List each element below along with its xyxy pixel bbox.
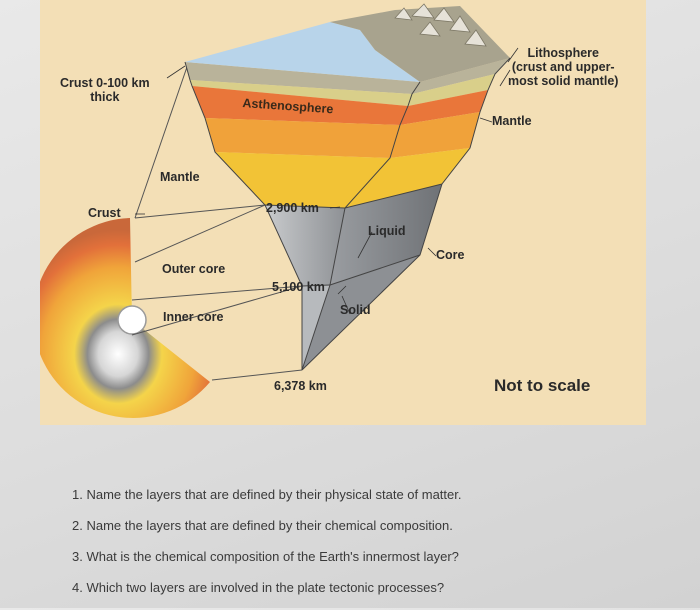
depth-6378-label: 6,378 km	[274, 379, 327, 393]
question-item: 2. Name the layers that are defined by t…	[72, 518, 453, 533]
outer-core-side	[330, 184, 442, 285]
crust-thickness-label: Crust 0-100 km thick	[60, 76, 150, 104]
question-item: 3. What is the chemical composition of t…	[72, 549, 459, 564]
crust-layer-side	[412, 58, 510, 94]
lithosphere-layer-side	[408, 74, 495, 106]
crust-thickness-line-2: thick	[90, 90, 120, 104]
lithosphere-line-1: Lithosphere	[527, 46, 599, 60]
earth-layers-diagram: Crust 0-100 km thick Asthenosphere Litho…	[40, 0, 646, 425]
not-to-scale-note: Not to scale	[494, 376, 591, 395]
earth-cutaway-illustration	[40, 3, 519, 418]
leader-lines	[131, 63, 303, 381]
lithosphere-label: Lithosphere (crust and upper- most solid…	[508, 46, 618, 88]
lithosphere-layer	[190, 80, 412, 106]
outer-core-front	[265, 205, 345, 286]
mountain-peaks	[394, 3, 487, 47]
mantle-left-label: Mantle	[160, 170, 200, 184]
crust-label: Crust	[88, 206, 121, 220]
lithosphere-line-2: (crust and upper-	[511, 60, 615, 74]
inner-core-sphere	[117, 305, 147, 335]
crust-thickness-line-1: Crust 0-100 km	[60, 76, 150, 90]
solid-label: Solid	[340, 303, 371, 317]
core-label: Core	[436, 248, 465, 262]
question-item: 1. Name the layers that are defined by t…	[72, 487, 462, 502]
upper-mantle-layer	[205, 118, 400, 158]
wedge-edges	[184, 57, 511, 371]
depth-5100-label: 5,100 km	[272, 280, 325, 294]
crust-layer	[185, 62, 420, 94]
liquid-label: Liquid	[368, 224, 406, 238]
lower-mantle-layer	[215, 152, 390, 208]
lower-mantle-layer-side	[345, 148, 470, 208]
asthenosphere-layer-side	[400, 90, 488, 125]
question-item: 4. Which two layers are involved in the …	[72, 580, 445, 595]
depth-2900-label: 2,900 km	[266, 201, 319, 215]
inner-core-label: Inner core	[163, 310, 224, 324]
label-leaders	[135, 47, 519, 315]
ocean-surface	[185, 22, 420, 82]
lithosphere-line-3: most solid mantle)	[508, 74, 619, 88]
question-list: 1. Name the layers that are defined by t…	[72, 486, 461, 610]
upper-mantle-layer-side	[390, 112, 480, 158]
asthenosphere-layer	[192, 86, 408, 125]
outer-core-label: Outer core	[162, 262, 226, 276]
mantle-right-label: Mantle	[492, 114, 532, 128]
